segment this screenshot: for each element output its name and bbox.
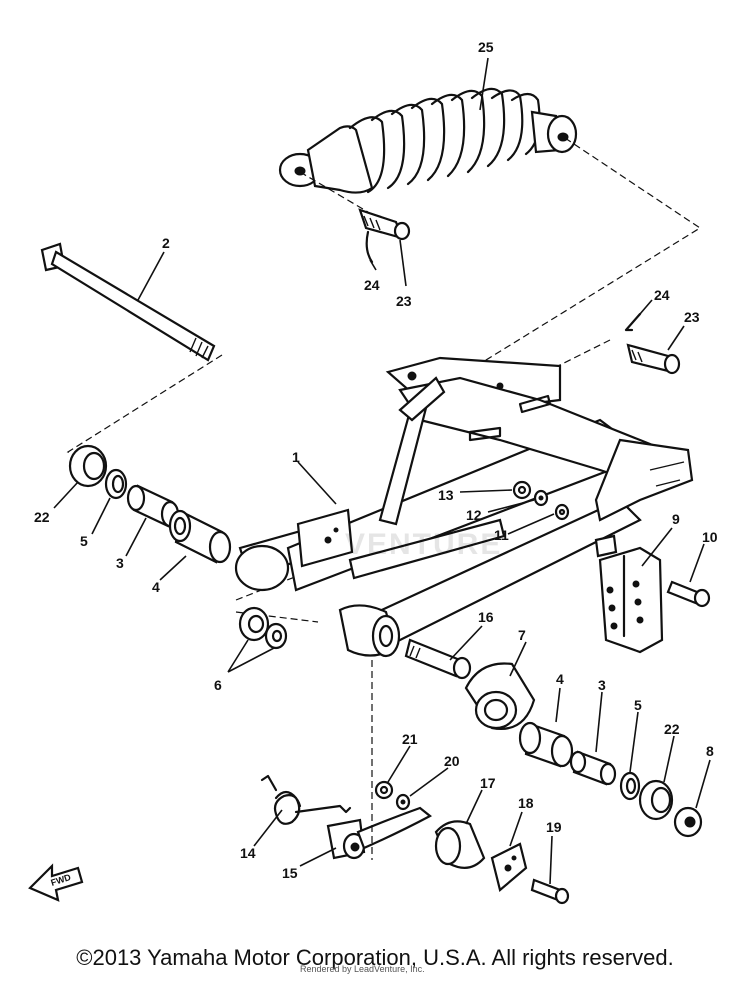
relay-arm-7 xyxy=(464,662,536,730)
bushing-right xyxy=(518,721,574,768)
callout-10: 10 xyxy=(702,529,718,545)
callout-24-upper: 24 xyxy=(364,277,380,293)
pivot-bolt-16 xyxy=(404,638,472,680)
shock-pin-upper xyxy=(358,208,411,241)
cotter-pin-upper xyxy=(365,230,374,264)
rear-shock-absorber xyxy=(278,87,578,194)
render-credit: Rendered by LeadVenture, Inc. xyxy=(300,964,425,974)
callout-19: 19 xyxy=(546,819,562,835)
pivot-shaft xyxy=(40,242,216,362)
callout-25: 25 xyxy=(478,39,494,55)
copyright-footer: ©2013 Yamaha Motor Corporation, U.S.A. A… xyxy=(76,945,674,970)
washer-12 xyxy=(533,489,549,507)
shock-pin-lower xyxy=(626,343,681,375)
callout-22-right: 22 xyxy=(664,721,680,737)
thrust-washer-left xyxy=(104,468,128,500)
callout-labels: 25 2 24 23 24 23 1 13 12 11 22 5 3 4 9 1… xyxy=(34,39,718,881)
rear-arm xyxy=(234,356,694,658)
cotter-pin-lower xyxy=(624,312,642,332)
callout-13: 13 xyxy=(438,487,454,503)
callout-12: 12 xyxy=(466,507,482,523)
collar-right xyxy=(569,750,617,786)
damper-17 xyxy=(434,820,486,869)
thrust-washer-right xyxy=(619,771,641,801)
callout-4-right: 4 xyxy=(556,671,564,687)
callout-9: 9 xyxy=(672,511,680,527)
bolt-10 xyxy=(666,580,711,608)
nut-21 xyxy=(374,780,394,800)
nut-13 xyxy=(512,480,532,500)
plate-18 xyxy=(490,842,528,892)
callout-5-left: 5 xyxy=(80,533,88,549)
callout-14: 14 xyxy=(240,845,256,861)
fwd-arrow-icon: FWD xyxy=(28,863,84,902)
bushing-pair xyxy=(238,606,288,650)
callout-23-upper: 23 xyxy=(396,293,412,309)
callout-20: 20 xyxy=(444,753,460,769)
oil-seal-left xyxy=(68,444,108,488)
callout-4-left: 4 xyxy=(152,579,160,595)
oil-seal-right xyxy=(638,779,674,821)
bushing-left xyxy=(168,509,232,564)
callout-5-right: 5 xyxy=(634,697,642,713)
callout-8: 8 xyxy=(706,743,714,759)
nut-8 xyxy=(673,806,703,838)
callout-2: 2 xyxy=(162,235,170,251)
leader-lines xyxy=(53,57,711,885)
callout-21: 21 xyxy=(402,731,418,747)
spring-14 xyxy=(260,774,352,825)
washer-11 xyxy=(554,503,570,521)
callout-1: 1 xyxy=(292,449,300,465)
callout-22-left: 22 xyxy=(34,509,50,525)
watermark: VENTURE xyxy=(345,528,503,561)
chain-guide-plate xyxy=(598,546,664,654)
callout-3-right: 3 xyxy=(598,677,606,693)
callout-11: 11 xyxy=(494,527,509,543)
callout-6: 6 xyxy=(214,677,222,693)
bolt-19 xyxy=(530,878,570,905)
callout-18: 18 xyxy=(518,795,534,811)
callout-15: 15 xyxy=(282,865,298,881)
callout-24-lower: 24 xyxy=(654,287,670,303)
callout-16: 16 xyxy=(478,609,494,625)
callout-17: 17 xyxy=(480,775,496,791)
callout-7: 7 xyxy=(518,627,526,643)
callout-23-lower: 23 xyxy=(684,309,700,325)
brake-arm-15 xyxy=(326,806,432,860)
washer-20 xyxy=(395,793,411,811)
callout-3-left: 3 xyxy=(116,555,124,571)
